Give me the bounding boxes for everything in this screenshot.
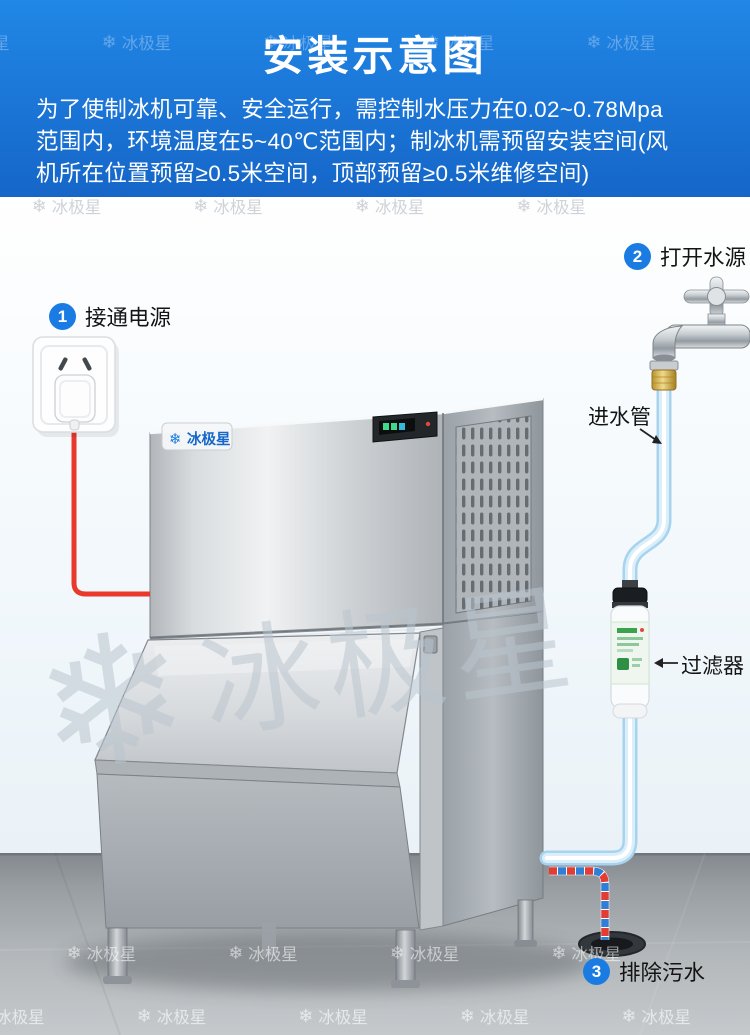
header-banner: 安装示意图 为了使制冰机可靠、安全运行，需控制水压力在0.02~0.78Mpa … bbox=[0, 0, 750, 197]
inlet-pipe-label: 进水管 bbox=[588, 406, 651, 429]
description-line-2: 范围内，环境温度在5~40℃范围内；制冰机需预留安装空间(风 bbox=[36, 129, 669, 154]
outlet-slot bbox=[82, 357, 92, 371]
drain-hose-dotted bbox=[549, 866, 610, 940]
annotation-arrows bbox=[639, 428, 678, 668]
description-line-1: 为了使制冰机可靠、安全运行，需控制水压力在0.02~0.78Mpa bbox=[36, 97, 663, 122]
step-2-open-water: 2 打开水源 bbox=[624, 241, 746, 272]
power-cable bbox=[71, 428, 150, 597]
water-filter bbox=[610, 580, 650, 719]
step-1-connect-power: 1 接通电源 bbox=[49, 301, 171, 332]
bin-door-latch bbox=[423, 635, 438, 654]
step-3-badge: 3 bbox=[583, 958, 610, 985]
page-title: 安装示意图 bbox=[262, 33, 488, 79]
control-panel bbox=[372, 411, 438, 443]
wall-outlet bbox=[32, 336, 119, 437]
bin-right-face bbox=[442, 611, 544, 927]
outlet-slot bbox=[58, 357, 68, 371]
filter-arrow-head bbox=[654, 658, 663, 668]
filter-label: 过滤器 bbox=[681, 655, 744, 678]
faucet-nut bbox=[649, 360, 679, 371]
brass-fitting bbox=[651, 369, 677, 391]
plug-cord-neck bbox=[69, 419, 80, 431]
drain-hole bbox=[578, 931, 646, 957]
filter-top-cap bbox=[612, 587, 648, 605]
bin-lower-front bbox=[96, 773, 420, 929]
step-1-label: 接通电源 bbox=[85, 306, 172, 330]
header-description: 为了使制冰机可靠、安全运行，需控制水压力在0.02~0.78Mpa 范围内，环境… bbox=[36, 94, 714, 190]
inlet-arrow-head bbox=[652, 435, 662, 444]
bin-corner-post bbox=[419, 627, 444, 931]
faucet-handle-hub bbox=[707, 287, 726, 306]
status-led bbox=[425, 421, 431, 427]
description-line-3: 机所在位置预留≥0.5米空间，顶部预留≥0.5米维修空间) bbox=[36, 161, 590, 186]
machine-brand-logo: ❄ 冰极星 bbox=[161, 422, 233, 451]
faucet bbox=[649, 276, 750, 391]
step-2-label: 打开水源 bbox=[660, 246, 747, 270]
machine-legs bbox=[103, 899, 537, 988]
brand-name: 冰极星 bbox=[187, 430, 231, 448]
step-3-label: 排除污水 bbox=[619, 961, 706, 985]
ice-machine: ❄ 冰极星 bbox=[94, 397, 544, 988]
step-2-badge: 2 bbox=[624, 243, 651, 270]
machine-shadow bbox=[65, 932, 595, 992]
snowflake-icon: ❄ bbox=[169, 431, 182, 448]
step-3-drain-sewage: 3 排除污水 bbox=[583, 956, 705, 987]
step-1-badge: 1 bbox=[49, 303, 76, 330]
filter-bottom-cap bbox=[612, 703, 648, 719]
vent-grille bbox=[455, 415, 532, 614]
water-inlet-pipe bbox=[539, 381, 672, 866]
